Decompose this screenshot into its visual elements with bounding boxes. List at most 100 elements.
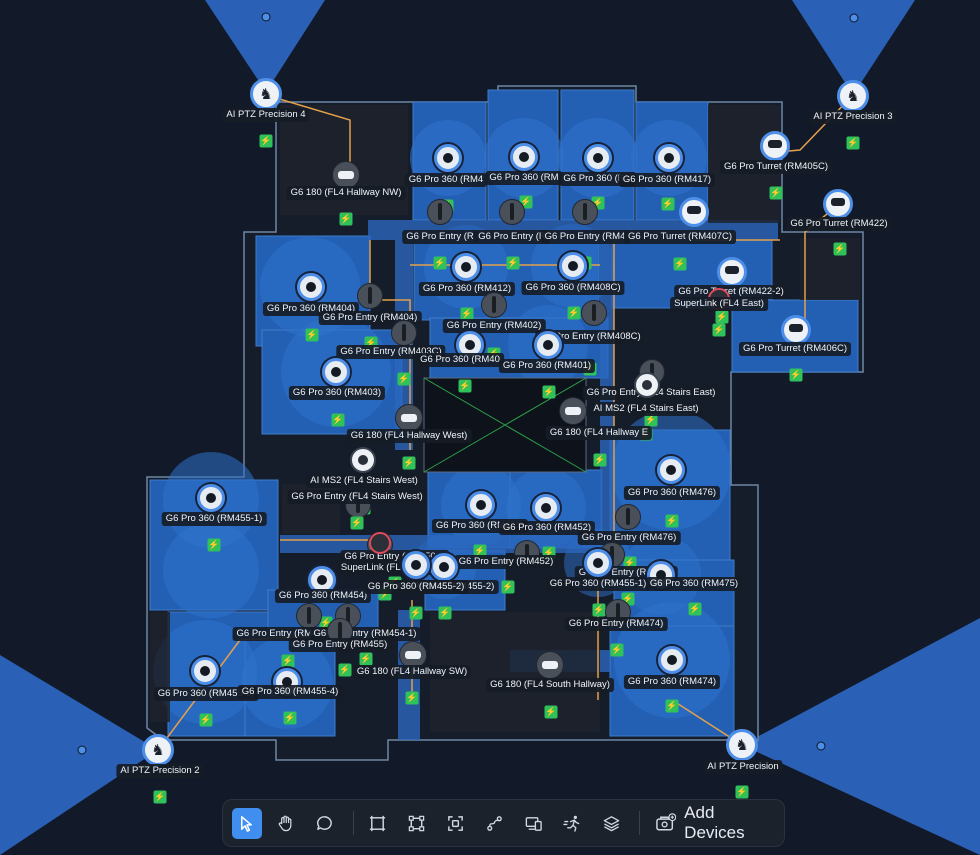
device-label[interactable]: G6 Pro 360 (RM475) (645, 577, 743, 591)
180-camera-marker[interactable] (559, 397, 587, 425)
device-label[interactable]: G6 Pro 360 (RM4 (404, 173, 488, 187)
360-camera-marker[interactable] (534, 331, 562, 359)
ptz-camera-marker[interactable]: ♞ (142, 734, 174, 766)
device-label[interactable]: G6 Pro Turret (RM422-2) (674, 285, 788, 299)
devices-tool-button[interactable] (518, 808, 548, 839)
turret-camera-marker[interactable] (781, 315, 811, 345)
device-label[interactable]: G6 Pro Entry (R (402, 230, 478, 244)
device-label[interactable]: G6 Pro 360 (RM452) (498, 521, 596, 535)
area-tool-button[interactable] (402, 808, 432, 839)
device-label[interactable]: G6 Pro Turret (RM407C) (624, 230, 736, 244)
device-label[interactable]: AI MS2 (FL4 Stairs East) (589, 402, 703, 416)
360-camera-marker[interactable] (510, 143, 538, 171)
entry-camera-marker[interactable] (357, 283, 383, 309)
turret-camera-marker[interactable] (679, 197, 709, 227)
360-camera-marker[interactable] (430, 553, 458, 581)
comment-tool-button[interactable] (310, 808, 340, 839)
180-camera-marker[interactable] (332, 161, 360, 189)
entry-camera-marker[interactable] (615, 504, 641, 530)
entry-camera-marker[interactable] (481, 292, 507, 318)
device-label[interactable]: AI PTZ Precision 3 (809, 110, 897, 124)
motion-sensor-marker[interactable] (350, 447, 376, 473)
360-camera-marker[interactable] (559, 252, 587, 280)
turret-camera-marker[interactable] (823, 189, 853, 219)
device-label[interactable]: G6 Pro Entry (RM474) (564, 617, 668, 631)
ptz-camera-marker[interactable]: ♞ (726, 729, 758, 761)
360-camera-marker[interactable] (197, 484, 225, 512)
device-label[interactable]: G6 Pro Entry (RM452) (454, 555, 558, 569)
device-label[interactable]: G6 Pro 360 (RM40 (416, 353, 504, 367)
select-tool-button[interactable] (232, 807, 262, 839)
device-label[interactable]: G6 Pro 360 (RM474) (623, 675, 721, 689)
device-label[interactable]: G6 Pro Entry (RM4 (540, 230, 630, 244)
180-camera-marker[interactable] (395, 404, 423, 432)
device-label[interactable]: G6 Pro 360 (RM455-2) (363, 580, 469, 594)
360-camera-marker[interactable] (297, 273, 325, 301)
entry-camera-marker[interactable] (427, 199, 453, 225)
entry-camera-marker[interactable] (572, 199, 598, 225)
device-label[interactable]: G6 Pro 360 (RM408C) (521, 281, 625, 295)
ptz-camera-marker[interactable]: ♞ (837, 80, 869, 112)
device-label[interactable]: G6 180 (FL4 Hallway SW) (352, 665, 472, 679)
360-camera-marker[interactable] (532, 494, 560, 522)
360-camera-marker[interactable] (467, 491, 495, 519)
360-camera-marker[interactable] (655, 144, 683, 172)
device-label[interactable]: G6 180 (FL4 South Hallway) (486, 678, 614, 692)
crop-tool-button[interactable] (441, 808, 471, 839)
device-label[interactable]: G6 Pro 360 (RM (485, 171, 563, 185)
motion-sensor-marker[interactable] (634, 372, 660, 398)
device-label[interactable]: G6 Pro 360 (RM417) (618, 173, 716, 187)
device-label[interactable]: G6 Pro Entry (R (474, 230, 550, 244)
frame-tool-button[interactable] (363, 808, 393, 839)
superlink-hub-marker[interactable] (369, 532, 391, 554)
device-label[interactable]: G6 Pro 360 (RM454) (274, 589, 372, 603)
device-label[interactable]: G6 Pro 360 (RM455-3) (153, 687, 259, 701)
device-label[interactable]: G6 Pro 360 (RM476) (623, 486, 721, 500)
device-label[interactable]: G6 Pro Turret (RM405C) (720, 160, 832, 174)
device-label[interactable]: G6 Pro 360 (RM455-1) (545, 577, 651, 591)
entry-camera-marker[interactable] (499, 199, 525, 225)
ptz-camera-marker[interactable]: ♞ (250, 78, 282, 110)
entry-camera-marker[interactable] (296, 603, 322, 629)
entry-camera-marker[interactable] (391, 320, 417, 346)
route-tool-button[interactable] (479, 808, 509, 839)
device-label[interactable]: AI PTZ Precision (703, 760, 783, 774)
device-label[interactable]: G6 180 (FL4 Hallway West) (346, 429, 472, 443)
360-camera-marker[interactable] (658, 646, 686, 674)
layers-tool-button[interactable] (596, 808, 626, 839)
entry-camera-marker[interactable] (581, 300, 607, 326)
device-label[interactable]: G6 Pro 360 (RM403) (288, 386, 386, 400)
360-camera-marker[interactable] (434, 144, 462, 172)
180-camera-marker[interactable] (536, 651, 564, 679)
device-label[interactable]: G6 Pro Entry (FL4 Stairs West) (287, 490, 427, 504)
180-camera-marker[interactable] (399, 641, 427, 669)
360-camera-marker[interactable] (191, 657, 219, 685)
device-label[interactable]: G6 Pro Entry (RM402) (442, 319, 546, 333)
device-label[interactable]: SuperLink (FL4 East) (670, 297, 768, 311)
add-devices-button[interactable]: Add Devices (649, 803, 784, 842)
pan-tool-button[interactable] (271, 808, 301, 839)
device-label[interactable]: G6 180 (FL4 Hallway NW) (286, 186, 406, 200)
turret-camera-marker[interactable] (717, 257, 747, 287)
device-label[interactable]: G6 Pro 360 (RM (559, 172, 637, 186)
turret-camera-marker[interactable] (760, 131, 790, 161)
device-label[interactable]: G6 Pro 360 (RM455-4) (237, 685, 343, 699)
device-label[interactable]: G6 Pro Turret (RM406C) (739, 342, 851, 356)
device-label[interactable]: G6 Pro 360 (RM401) (498, 359, 596, 373)
device-label[interactable]: G6 Pro Turret (RM422) (786, 217, 892, 231)
device-label[interactable]: G6 Pro Entry (RM455) (288, 638, 392, 652)
device-label[interactable]: G6 180 (FL4 Hallway E (545, 426, 653, 440)
360-camera-marker[interactable] (584, 144, 612, 172)
motion-tool-button[interactable] (557, 808, 587, 839)
360-camera-marker[interactable] (584, 549, 612, 577)
360-camera-marker[interactable] (322, 358, 350, 386)
device-label[interactable]: G6 Pro Entry (RM408C) (535, 330, 645, 344)
device-label[interactable]: AI PTZ Precision 2 (116, 764, 204, 778)
device-label[interactable]: AI MS2 (FL4 Stairs West) (306, 474, 422, 488)
device-label[interactable]: G6 Pro Entry (RM476) (577, 531, 681, 545)
device-label[interactable]: AI PTZ Precision 4 (222, 108, 310, 122)
device-label[interactable]: G6 Pro 360 (RM455-1) (161, 512, 267, 526)
360-camera-marker[interactable] (452, 253, 480, 281)
360-camera-marker[interactable] (657, 456, 685, 484)
